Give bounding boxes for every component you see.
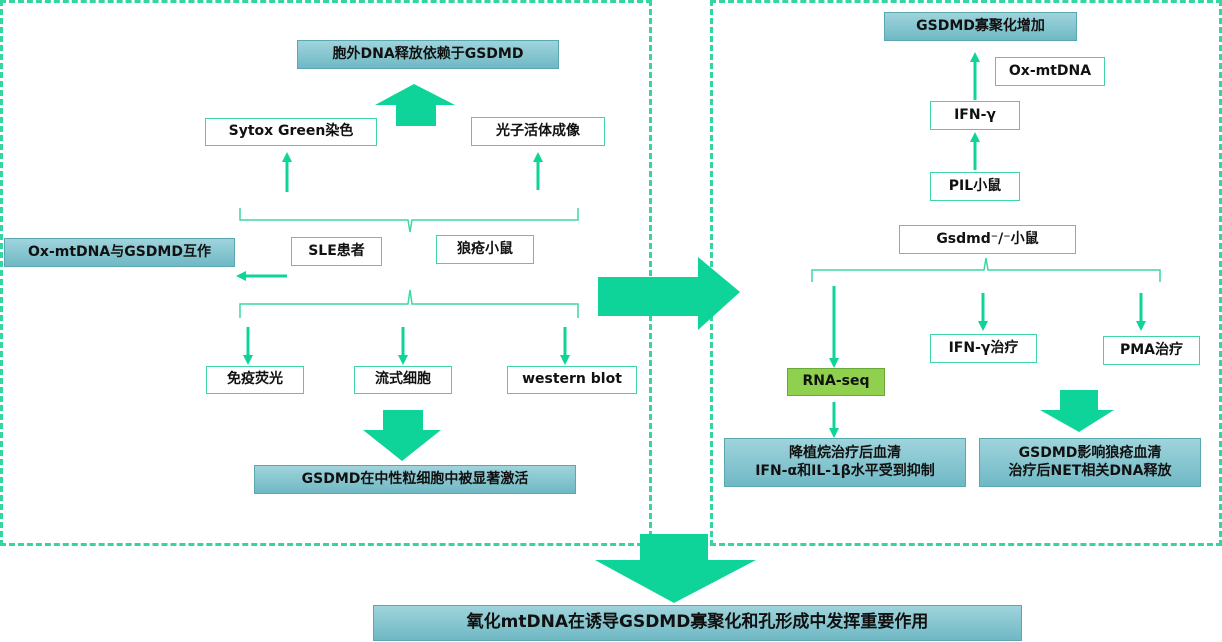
pma-treat-label: PMA治疗	[1119, 341, 1184, 358]
oligo-label: GSDMD寡聚化增加	[916, 17, 1045, 34]
rnaseq-label: RNA-seq	[802, 373, 870, 390]
gsdmd-ko-label: Gsdmd⁻/⁻小鼠	[936, 230, 1039, 247]
left-title: 胞外DNA释放依赖于GSDMD	[332, 45, 524, 62]
interaction-label: Ox-mtDNA与GSDMD互作	[28, 243, 211, 260]
gsdmd-ko-box: Gsdmd⁻/⁻小鼠	[899, 225, 1076, 254]
flow-box: 流式细胞	[354, 366, 452, 394]
brace-top	[239, 208, 579, 233]
brace-right	[811, 257, 1161, 282]
ifng-treat-label: IFN-γ治疗	[948, 339, 1019, 356]
left-title-box: 胞外DNA释放依赖于GSDMD	[297, 40, 559, 69]
photon-label: 光子活体成像	[496, 122, 580, 139]
pma-treat-box: PMA治疗	[1103, 336, 1200, 365]
right-result2-line2: 治疗后NET相关DNA释放	[1008, 462, 1172, 479]
down-arrow-large-left	[363, 410, 441, 461]
ifng-box: IFN-γ	[930, 101, 1020, 130]
left-panel	[0, 0, 652, 546]
up-arrow-large	[375, 84, 455, 126]
left-result-box: GSDMD在中性粒细胞中被显著激活	[254, 465, 576, 494]
interaction-box: Ox-mtDNA与GSDMD互作	[4, 238, 235, 267]
photon-box: 光子活体成像	[471, 117, 605, 146]
lupus-mouse-label: 狼疮小鼠	[457, 240, 513, 257]
down-arrow-conclusion	[595, 534, 756, 603]
conclusion-box: 氧化mtDNA在诱导GSDMD寡聚化和孔形成中发挥重要作用	[373, 605, 1022, 641]
oligo-box: GSDMD寡聚化增加	[884, 12, 1077, 41]
lupus-mouse-box: 狼疮小鼠	[436, 235, 534, 264]
down-arrow-large-right	[1040, 390, 1114, 432]
western-label: western blot	[522, 371, 622, 388]
right-result2-box: GSDMD影响狼疮血清 治疗后NET相关DNA释放	[979, 438, 1201, 487]
ifng-treat-box: IFN-γ治疗	[930, 334, 1037, 363]
right-result1-line1: 降植烷治疗后血清	[789, 445, 901, 461]
flow-label: 流式细胞	[375, 371, 431, 388]
right-result2-line1: GSDMD影响狼疮血清	[1018, 445, 1162, 461]
western-box: western blot	[507, 366, 637, 394]
right-result1-line2: IFN-α和IL-1β水平受到抑制	[755, 462, 935, 479]
ifng-label: IFN-γ	[954, 106, 996, 123]
immuno-label: 免疫荧光	[227, 371, 283, 388]
sle-label: SLE患者	[308, 242, 365, 259]
rnaseq-box: RNA-seq	[787, 368, 885, 396]
sytox-label: Sytox Green染色	[228, 123, 354, 140]
right-result1-box: 降植烷治疗后血清 IFN-α和IL-1β水平受到抑制	[724, 438, 966, 487]
right-arrow-large	[598, 257, 740, 330]
sytox-box: Sytox Green染色	[205, 118, 377, 146]
immuno-box: 免疫荧光	[206, 366, 304, 394]
oxmt-label: Ox-mtDNA	[1008, 62, 1092, 79]
pil-label: PIL小鼠	[948, 177, 1002, 194]
brace-bottom	[239, 289, 579, 318]
sle-box: SLE患者	[291, 237, 382, 266]
conclusion-label: 氧化mtDNA在诱导GSDMD寡聚化和孔形成中发挥重要作用	[466, 612, 929, 633]
oxmt-box: Ox-mtDNA	[995, 57, 1105, 86]
left-result: GSDMD在中性粒细胞中被显著激活	[301, 470, 529, 487]
pil-box: PIL小鼠	[930, 172, 1020, 201]
